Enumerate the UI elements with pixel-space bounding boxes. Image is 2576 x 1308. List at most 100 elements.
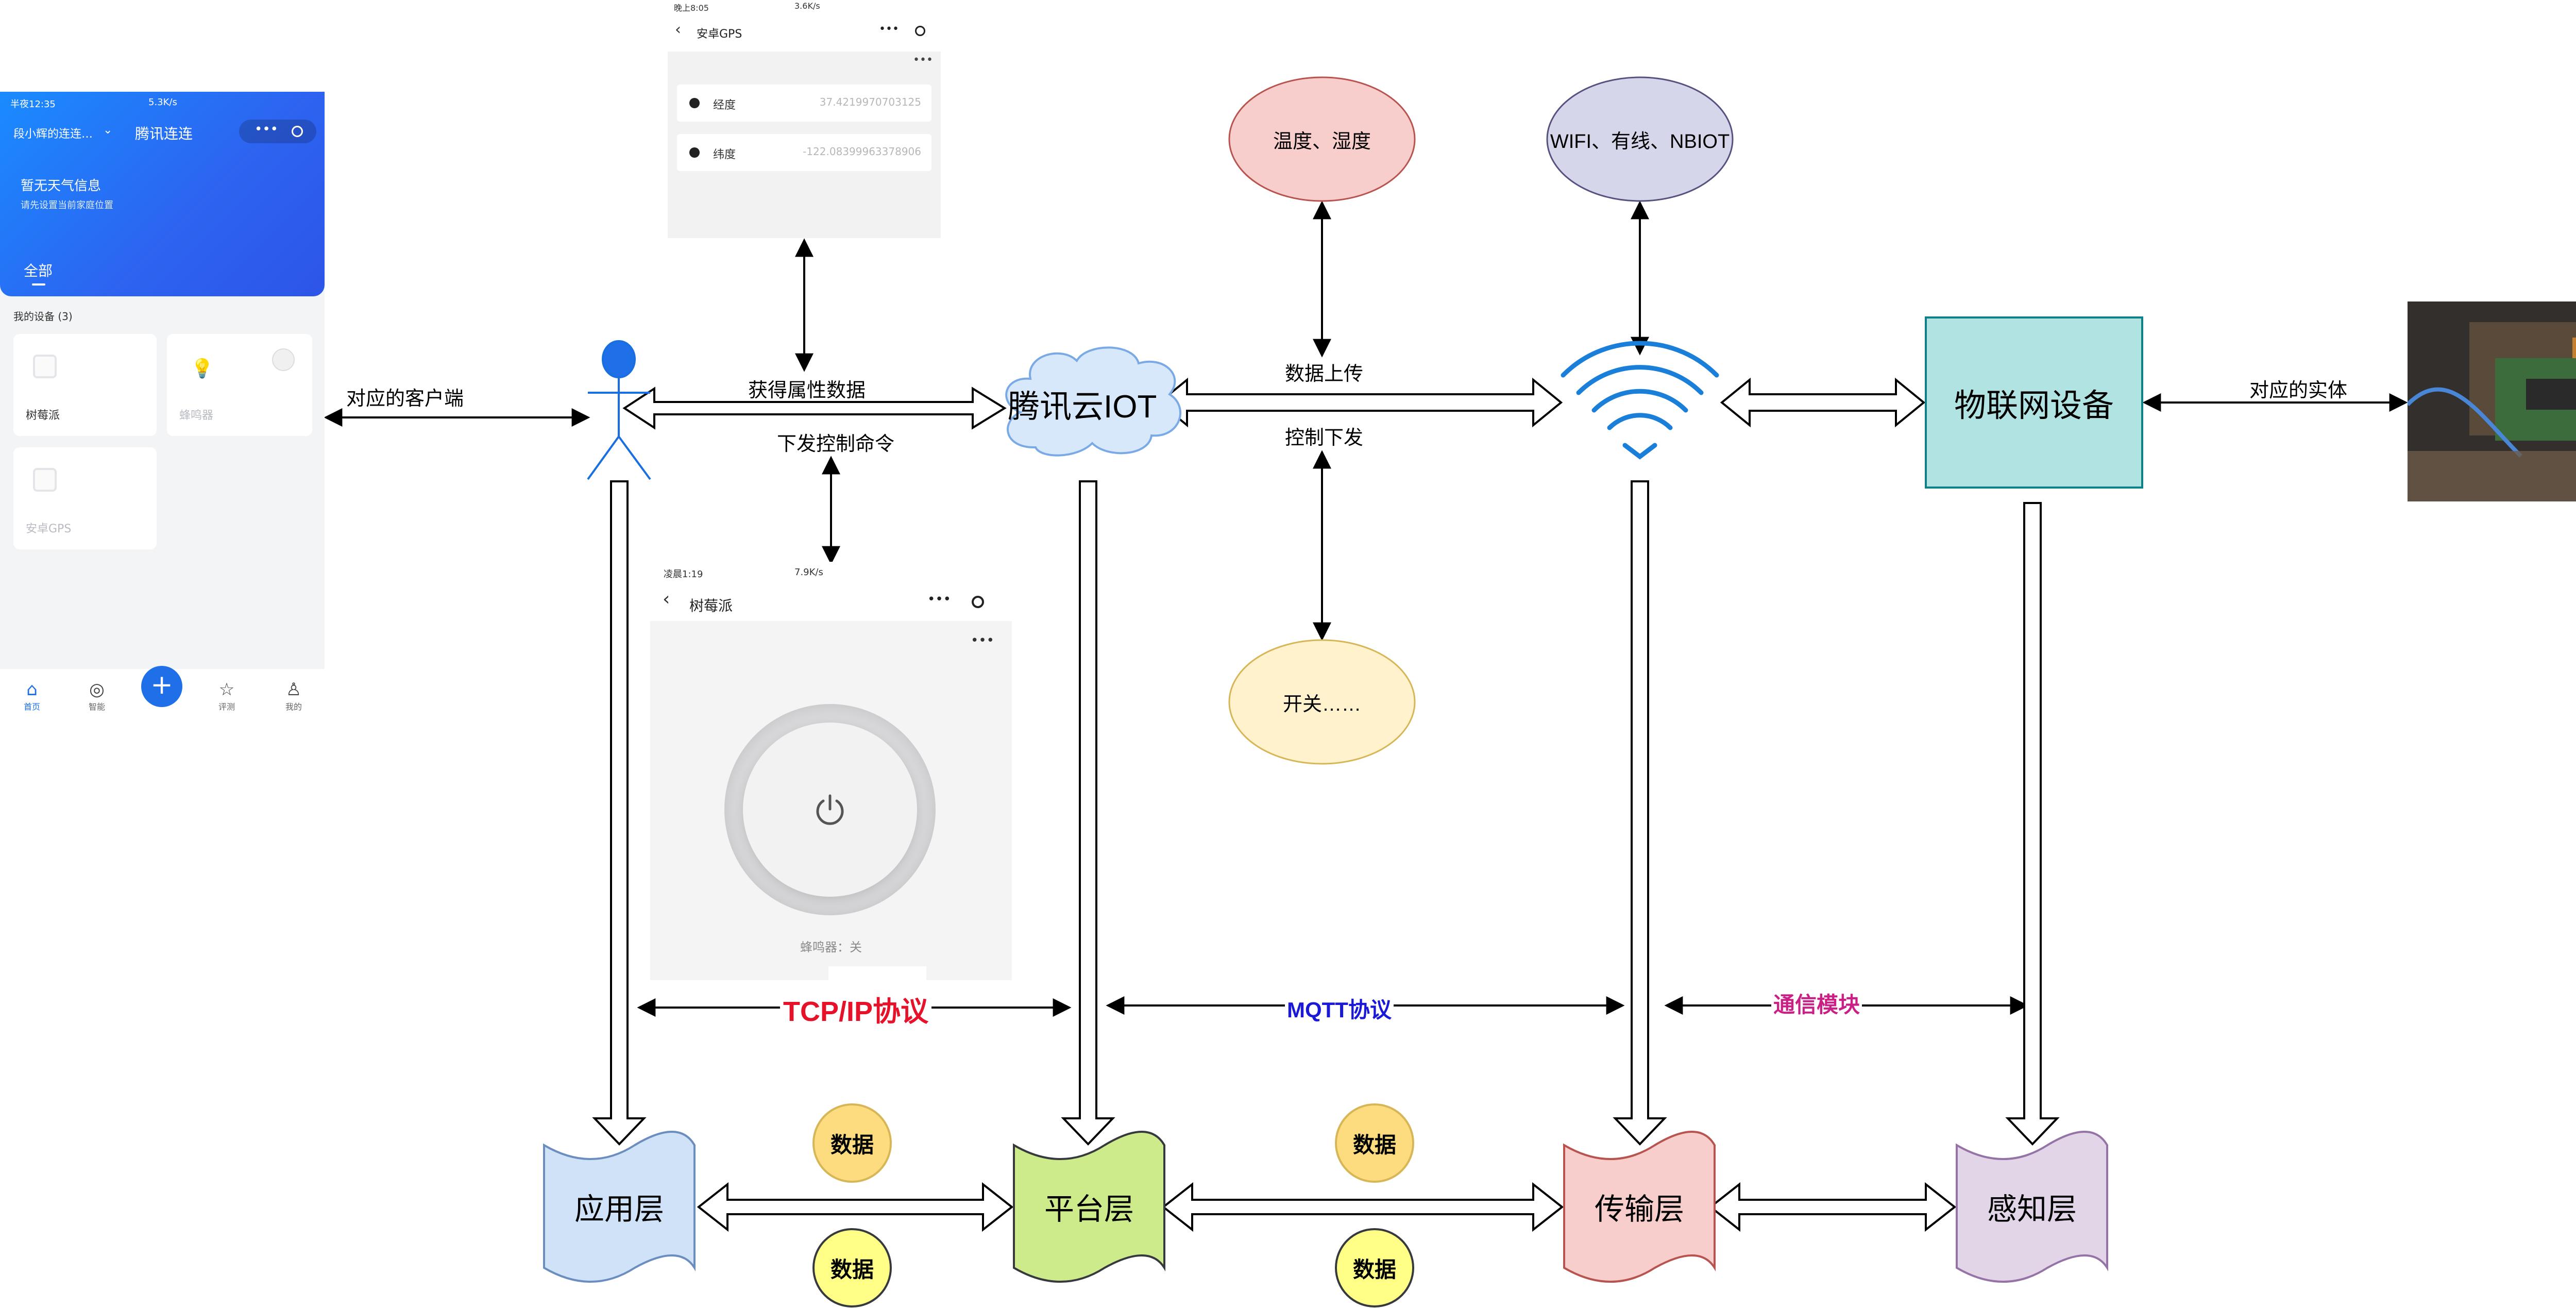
layer-application-label: 应用层 <box>574 1193 664 1226</box>
user-stick-figure <box>587 340 651 480</box>
device-label: 物联网设备 <box>1954 388 2114 424</box>
row-value: 37.4219970703125 <box>819 96 921 108</box>
home-status-time: 半夜12:35 <box>10 99 56 110</box>
pi-nav-bar <box>650 562 1012 621</box>
person-cloud-hollow-arrow <box>622 387 1007 430</box>
platform-down-arrow <box>1061 480 1115 1146</box>
data-token-2: 数据 <box>830 1257 874 1282</box>
tab-home[interactable]: ⌂首页 <box>11 679 53 712</box>
phone-home-screenshot: 半夜12:35 5.3K/s 段小辉的连连… ⌄ 腾讯连连 ••• 暂无天气信息… <box>0 92 325 723</box>
device-card-gps[interactable]: 安卓GPS <box>13 447 157 549</box>
compass-icon: ◎ <box>89 679 105 700</box>
data-token-4: 数据 <box>1352 1257 1396 1282</box>
row-label: 经度 <box>713 99 736 112</box>
home-header <box>0 92 325 296</box>
app-title: 腾讯连连 <box>135 125 193 142</box>
add-device-button[interactable]: + <box>141 666 182 707</box>
pi-status-time: 凌晨1:19 <box>664 569 703 580</box>
row-label: 纬度 <box>713 148 736 161</box>
data-token-1: 数据 <box>830 1132 874 1157</box>
home-status-speed: 5.3K/s <box>148 97 177 108</box>
more-dots-icon[interactable]: ••• <box>927 592 952 607</box>
cloud-label: 腾讯云IOT <box>1008 389 1157 425</box>
home-name-select[interactable]: 段小辉的连连… <box>13 128 93 141</box>
tab-indicator <box>32 283 45 286</box>
bullet-icon <box>689 98 700 108</box>
tab-mine[interactable]: ♙我的 <box>273 679 314 712</box>
user-icon: ♙ <box>285 679 302 700</box>
comm-label: 通信模块 <box>1771 987 1862 1019</box>
send-cmd-label: 下发控制命令 <box>777 433 895 455</box>
temp-label: 温度、湿度 <box>1273 130 1371 153</box>
capsule-menu[interactable]: ••• <box>239 120 316 143</box>
layer-transport <box>1563 1131 1716 1283</box>
my-devices-heading: 我的设备 (3) <box>13 310 73 323</box>
transport-sense-arrow <box>1708 1182 1957 1232</box>
phone-gps-screenshot: 晚上8:05 3.6K/s ‹ 安卓GPS ••• ••• 经度 37.4219… <box>668 0 941 238</box>
tab-smart[interactable]: ◎智能 <box>76 679 117 712</box>
get-attr-label: 获得属性数据 <box>748 380 866 401</box>
star-icon: ☆ <box>218 679 235 700</box>
panel-more-icon[interactable]: ••• <box>971 633 995 648</box>
close-target-icon[interactable] <box>292 126 303 137</box>
device-card-raspberry[interactable]: 树莓派 <box>13 334 157 436</box>
device-icon <box>33 355 57 378</box>
temp-ellipse <box>1228 76 1416 202</box>
panel-more-icon[interactable]: ••• <box>913 54 933 66</box>
power-button[interactable] <box>743 723 917 897</box>
mqtt-label: MQTT协议 <box>1285 993 1394 1024</box>
raspberry-pi-photo <box>2408 301 2576 501</box>
ctrl-down-label: 控制下发 <box>1285 427 1364 449</box>
home-indicator <box>828 966 926 980</box>
tcp-label: TCP/IP协议 <box>780 988 932 1029</box>
more-dots-icon[interactable]: ••• <box>255 122 279 137</box>
gps-status-speed: 3.6K/s <box>794 1 820 11</box>
weather-subtitle[interactable]: 请先设置当前家庭位置 <box>21 200 113 211</box>
power-toggle-icon[interactable] <box>272 348 295 371</box>
gps-status-time: 晚上8:05 <box>674 3 709 13</box>
tab-review[interactable]: ☆评测 <box>206 679 247 712</box>
data-up-label: 数据上传 <box>1285 363 1364 385</box>
gps-title: 安卓GPS <box>697 28 742 41</box>
wifi-icon <box>1561 341 1719 460</box>
pi-status-speed: 7.9K/s <box>794 567 823 578</box>
hardware-photo-illustration <box>2408 301 2576 501</box>
close-target-icon[interactable] <box>972 596 984 608</box>
net-label: WIFI、有线、NBIOT <box>1550 130 1730 153</box>
power-button-ring[interactable] <box>724 704 936 915</box>
entity-label: 对应的实体 <box>2249 380 2348 401</box>
layer-sensing-label: 感知层 <box>1987 1193 2077 1226</box>
layer-application <box>543 1131 696 1283</box>
close-target-icon[interactable] <box>915 26 925 36</box>
weather-title: 暂无天气信息 <box>21 178 101 194</box>
switch-ellipse <box>1228 639 1416 765</box>
client-label: 对应的客户端 <box>346 388 464 410</box>
back-chevron-icon[interactable]: ‹ <box>675 21 681 39</box>
latitude-row: 纬度 -122.08399963378906 <box>677 134 931 171</box>
data-circle-top-right <box>1335 1103 1414 1183</box>
buzzer-status: 蜂鸣器：关 <box>800 940 862 954</box>
longitude-row: 经度 37.4219970703125 <box>677 85 931 122</box>
chevron-down-icon[interactable]: ⌄ <box>103 124 113 137</box>
data-circle-bottom-right <box>1335 1228 1414 1307</box>
iot-device-box <box>1925 316 2143 489</box>
tab-all[interactable]: 全部 <box>24 262 53 279</box>
transport-down-arrow <box>1613 480 1667 1146</box>
app-platform-arrow <box>697 1182 1014 1232</box>
more-dots-icon[interactable]: ••• <box>879 23 899 36</box>
device-icon <box>33 468 57 492</box>
back-chevron-icon[interactable]: ‹ <box>663 589 670 610</box>
bulb-icon: 💡 <box>191 358 214 379</box>
phone-raspberry-screenshot: 凌晨1:19 7.9K/s ‹ 树莓派 ••• ••• 蜂鸣器：关 <box>650 562 1012 980</box>
device-card-buzzer[interactable]: 💡 蜂鸣器 <box>167 334 312 436</box>
power-icon <box>816 794 844 825</box>
data-circle-bottom-left <box>812 1228 892 1307</box>
row-value: -122.08399963378906 <box>803 145 921 158</box>
data-token-3: 数据 <box>1352 1132 1396 1157</box>
pi-title: 树莓派 <box>689 597 733 614</box>
device-name: 安卓GPS <box>26 523 72 535</box>
cloud-wifi-hollow-arrow <box>1157 377 1563 428</box>
wifi-device-hollow-arrow <box>1720 377 1926 428</box>
